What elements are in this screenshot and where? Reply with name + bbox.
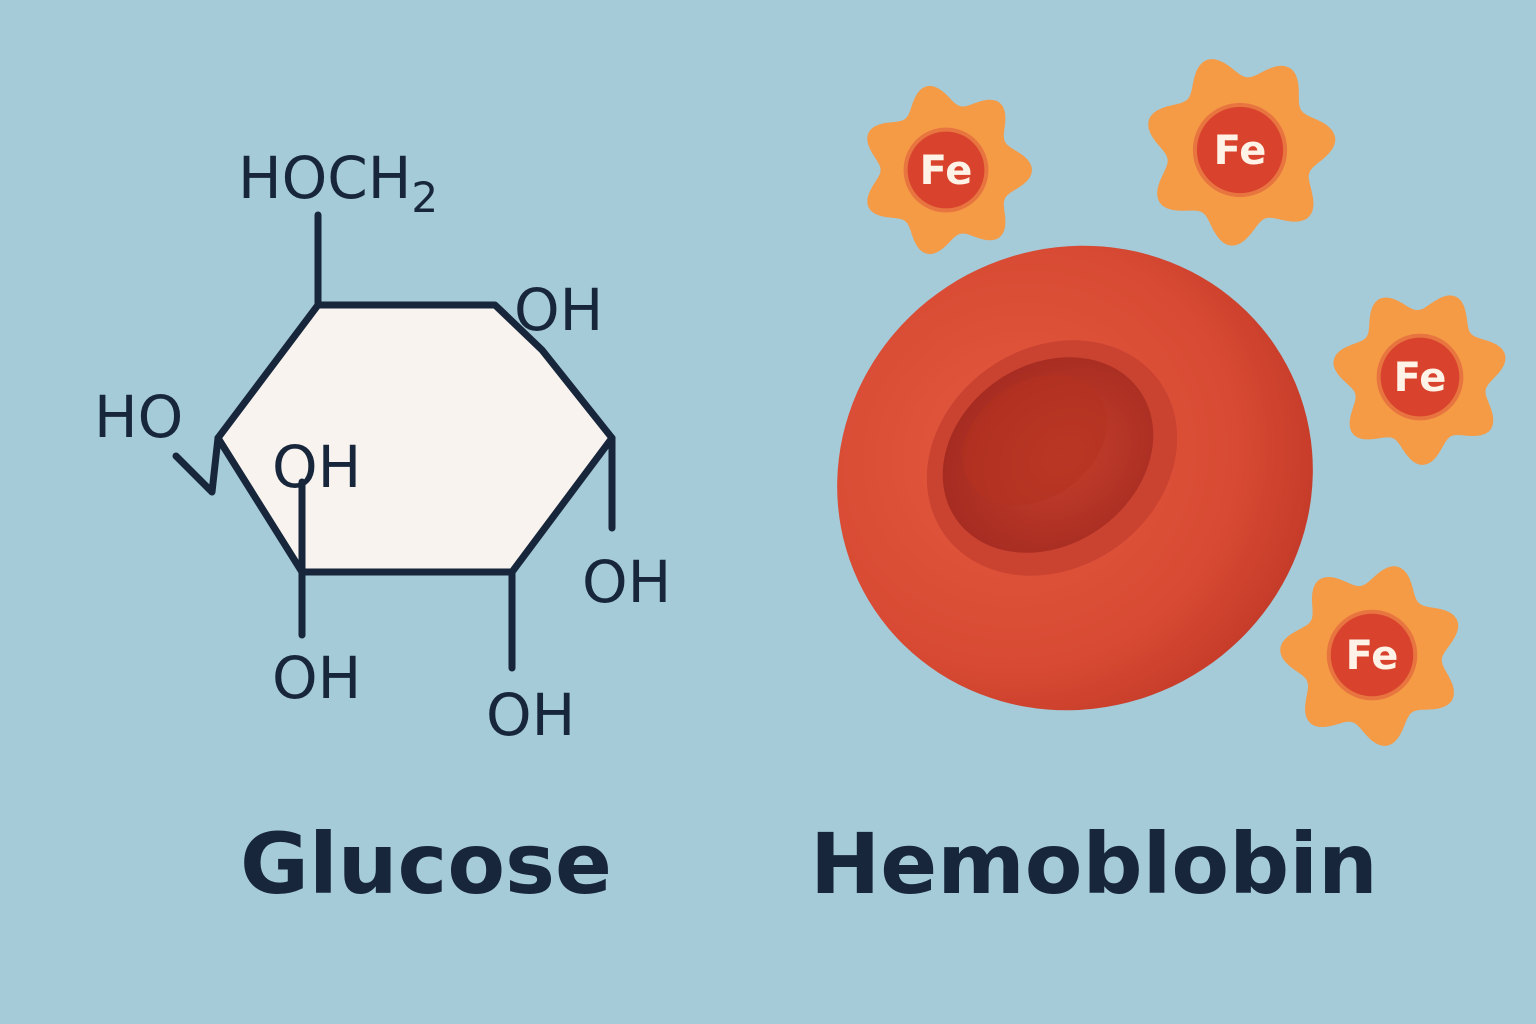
iron-atom: Fe [1280,566,1459,746]
iron-atom: Fe [867,85,1032,255]
bond-c5-ho [172,434,222,496]
iron-atom-core [1326,609,1418,701]
glucose-labels: HOCH2 OH HO OH OH OH OH [94,144,671,749]
ho-left-label: HO [94,383,183,451]
oh-top-right-label: OH [514,276,603,344]
red-blood-cell-dimple-shadow [962,374,1108,506]
glucose-ring [214,301,616,576]
iron-symbol-label: Fe [1394,355,1447,401]
glucose-structure [172,211,616,672]
glucose-caption: Glucose [240,815,612,913]
iron-symbol-label: Fe [1214,128,1267,174]
iron-symbol-label: Fe [1346,633,1399,679]
hemoglobin-caption: Hemoblobin [810,815,1378,913]
oh-inner-label: OH [272,433,361,501]
oh-right-label: OH [582,548,671,616]
red-blood-cell [837,245,1313,711]
iron-atom-core [1192,102,1288,198]
top-group-label: HOCH2 [238,144,438,222]
iron-atom: Fe [1333,295,1506,465]
iron-atom-core [903,127,989,213]
iron-atom: Fe [1148,59,1336,246]
iron-atom-core [1376,333,1464,421]
oh-bottom-left-label: OH [272,644,361,712]
oh-bottom-right-label: OH [486,681,575,749]
iron-symbol-label: Fe [920,148,973,194]
